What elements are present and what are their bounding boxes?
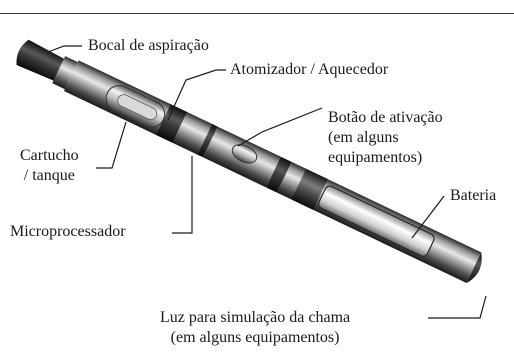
label-cartridge: Cartucho / tanque (20, 147, 79, 184)
label-activation-button: Botão de ativação (em alguns equipamento… (328, 109, 443, 166)
label-atomizer: Atomizador / Aquecedor (230, 61, 389, 78)
label-battery: Bateria (450, 187, 497, 204)
leader-microprocessor (172, 156, 193, 234)
ring-2 (266, 156, 292, 193)
battery-dark-band (291, 168, 328, 210)
label-microprocessor: Microprocessador (10, 223, 126, 240)
label-mouthpiece: Bocal de aspiração (88, 37, 209, 54)
mouthpiece-shape (16, 39, 66, 82)
leader-battery (411, 195, 445, 239)
end-cap (466, 252, 482, 284)
leader-cartridge (96, 121, 127, 169)
leader-flame-light (428, 295, 487, 319)
battery-cell (318, 185, 435, 257)
ring-1 (197, 124, 218, 158)
leader-atomizer (167, 69, 226, 121)
top-rule (0, 13, 514, 14)
activation-button (231, 144, 258, 164)
label-flame-light: Luz para simulação da chama (em alguns e… (160, 309, 351, 346)
atomizer-core (117, 94, 158, 120)
tank-band (156, 104, 187, 143)
leader-activation-button (237, 107, 323, 147)
mouthpiece-collar (52, 56, 78, 90)
leader-mouthpiece (47, 45, 82, 53)
